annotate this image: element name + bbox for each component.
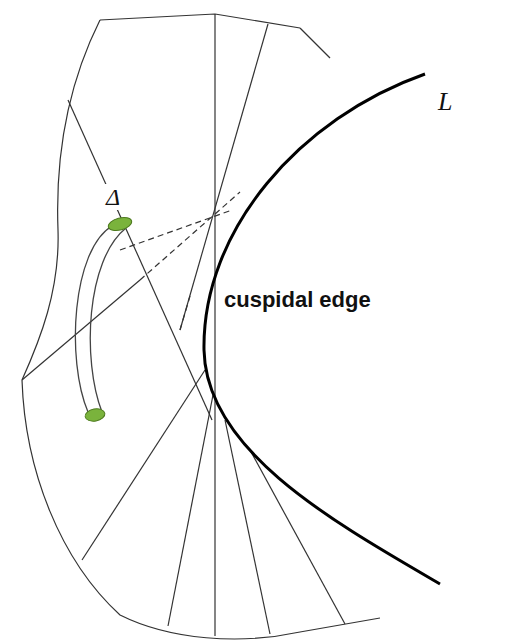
hidden-ruling	[120, 210, 232, 250]
edge-caption: cuspidal edge	[222, 288, 373, 312]
ruling-line	[68, 100, 212, 420]
hidden-ruling	[140, 192, 240, 280]
disk-end	[84, 407, 106, 422]
ruling-line	[168, 395, 213, 626]
ruling-line	[22, 280, 140, 380]
tube-path	[90, 228, 126, 412]
curve-label: L	[436, 88, 454, 116]
ruling-line	[214, 14, 215, 636]
disk-label: Δ	[104, 184, 122, 210]
ruling-line	[180, 24, 268, 330]
disk-delta	[107, 215, 133, 233]
hidden-ruling	[180, 296, 190, 330]
sheet-outline	[22, 14, 380, 639]
ruling-line	[225, 420, 270, 634]
sheet-outline	[300, 28, 330, 58]
ruling-line	[250, 450, 345, 624]
cuspidal-curve	[204, 74, 440, 584]
